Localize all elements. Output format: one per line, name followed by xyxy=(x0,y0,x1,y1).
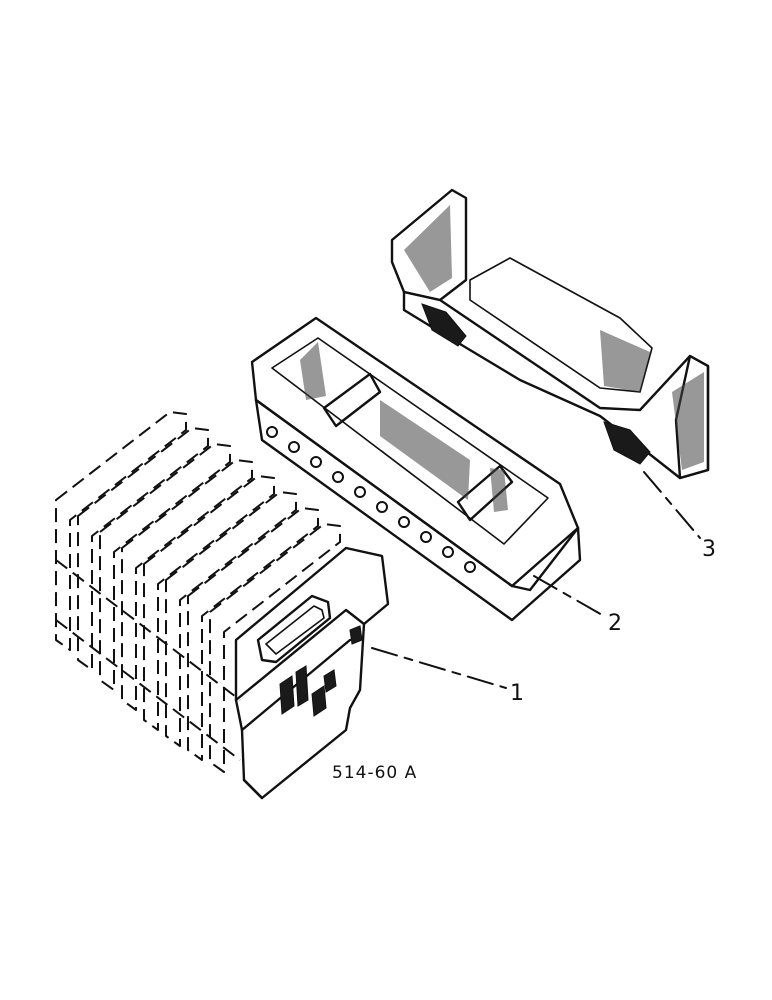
callout-2: 2 xyxy=(608,611,622,636)
part-2-tray xyxy=(250,316,582,622)
leader-line-3 xyxy=(643,471,701,539)
leader-line-1 xyxy=(371,647,507,689)
leader-line-2 xyxy=(533,575,605,617)
phantom-weight-stack xyxy=(55,411,341,773)
figure-reference: 514-60 A xyxy=(332,763,417,783)
part-3-bracket xyxy=(390,188,710,480)
callout-1: 1 xyxy=(510,681,524,706)
callout-3: 3 xyxy=(702,537,716,562)
part-1-weights xyxy=(55,411,390,800)
